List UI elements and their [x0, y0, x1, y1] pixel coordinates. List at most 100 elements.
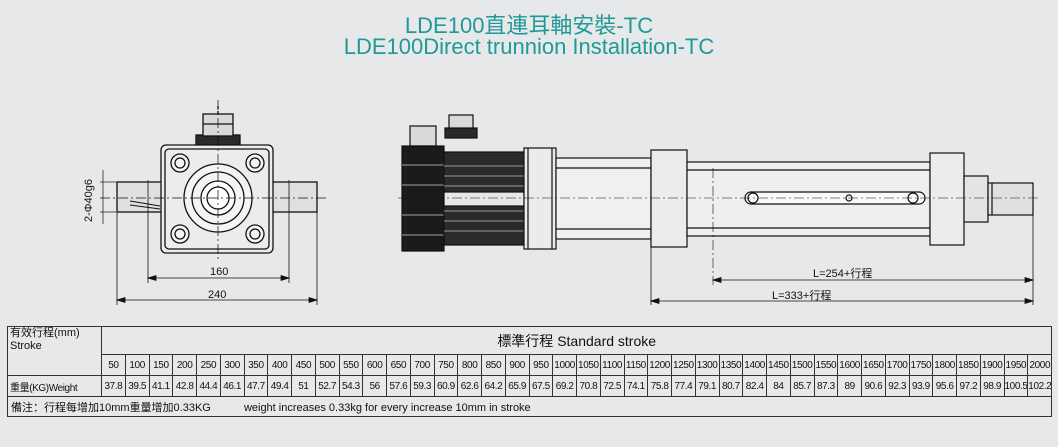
stroke-cell: 1100: [599, 354, 625, 376]
weight-cell: 42.8: [172, 375, 197, 397]
stroke-cell: 900: [504, 354, 530, 376]
stroke-cell: 500: [314, 354, 340, 376]
stroke-cell: 50: [101, 354, 126, 376]
weight-cell: 49.4: [267, 375, 292, 397]
weight-cell: 59.3: [409, 375, 435, 397]
motor-rear-cap: [401, 145, 445, 252]
motor-flange: [523, 147, 557, 250]
weight-cell: 56: [362, 375, 387, 397]
stroke-weight-table: 有效行程(mm) Stroke 標準行程 Standard stroke 50 1…: [6, 326, 1053, 417]
technical-drawing: 2-Φ40g6 160 240: [83, 100, 1040, 305]
dimension-length-333: L=333+行程: [772, 289, 831, 302]
weight-cell: 77.4: [671, 375, 696, 397]
stroke-cell: 1050: [576, 354, 601, 376]
motor-connector-plug: [448, 114, 474, 129]
stroke-cell: 1950: [1003, 354, 1029, 376]
stroke-cell: 250: [196, 354, 221, 376]
stroke-cell: 1900: [979, 354, 1005, 376]
stroke-cell: 1800: [932, 354, 957, 376]
stroke-cell: 1150: [623, 354, 649, 376]
weight-cell: 54.3: [338, 375, 364, 397]
stroke-cell: 650: [386, 354, 411, 376]
stroke-cell: 1850: [956, 354, 981, 376]
stroke-cell: 1700: [884, 354, 910, 376]
stroke-label-en: Stroke: [10, 340, 42, 352]
weight-cell: 65.9: [504, 375, 530, 397]
title-english: LDE100Direct trunnion Installation-TC: [343, 34, 715, 59]
weight-cell: 93.9: [908, 375, 934, 397]
weight-cell: 74.1: [623, 375, 649, 397]
weight-cell: 72.5: [599, 375, 625, 397]
trunnion-block: [650, 149, 688, 248]
end-view: [100, 100, 328, 262]
stroke-header: 有效行程(mm) Stroke: [7, 326, 102, 376]
weight-cell: 60.9: [433, 375, 459, 397]
motor-connector-base: [444, 127, 478, 139]
dimension-160: 160: [210, 266, 228, 278]
weight-cell: 82.4: [742, 375, 767, 397]
title-chinese: LDE100直連耳軸安裝-TC: [404, 13, 654, 38]
stroke-cell: 200: [172, 354, 197, 376]
note-chinese: 備注：行程每增加10mm重量增加0.33KG: [11, 401, 211, 414]
stroke-cell: 300: [219, 354, 245, 376]
weight-cell: 69.2: [552, 375, 577, 397]
weight-cell: 46.1: [219, 375, 245, 397]
stroke-cell: 1250: [671, 354, 696, 376]
weight-cell: 80.7: [718, 375, 744, 397]
rod-gland: [963, 175, 989, 223]
weight-cell: 44.4: [196, 375, 221, 397]
corner-bolts: [170, 153, 265, 244]
encoder-cap: [409, 125, 437, 147]
weight-cell: 51: [291, 375, 316, 397]
note-english: weight increases 0.33kg for every increa…: [243, 401, 531, 414]
stroke-cell: 1400: [742, 354, 767, 376]
weight-cell: 90.6: [861, 375, 886, 397]
stroke-cell: 700: [409, 354, 435, 376]
stroke-cell: 550: [338, 354, 364, 376]
stroke-cell: 150: [148, 354, 174, 376]
weight-cell: 102.2: [1027, 375, 1053, 397]
table-note: 備注：行程每增加10mm重量增加0.33KG weight increases …: [6, 396, 1053, 417]
weight-cell: 85.7: [789, 375, 815, 397]
weight-cell: 47.7: [243, 375, 269, 397]
width-dimensions: [115, 180, 319, 305]
weight-cell: 67.5: [528, 375, 554, 397]
length-dimensions: [649, 276, 1035, 305]
weight-label: 重量(KG)Weight: [7, 375, 102, 397]
standard-stroke-header: 標準行程 Standard stroke: [100, 326, 1053, 355]
stroke-cell: 1750: [908, 354, 934, 376]
motor-fins: [444, 165, 524, 232]
weight-cell: 62.6: [457, 375, 482, 397]
trunnion-pin-right: [271, 181, 318, 213]
stroke-cell: 1300: [694, 354, 720, 376]
stroke-cell: 450: [291, 354, 316, 376]
stroke-cell: 1500: [789, 354, 815, 376]
stroke-cell: 850: [481, 354, 506, 376]
trunnion-pin-left: [116, 181, 163, 213]
weight-cell: 84: [766, 375, 791, 397]
dimension-240: 240: [208, 289, 226, 301]
weight-cell: 70.8: [576, 375, 601, 397]
weight-cell: 79.1: [694, 375, 720, 397]
piston-rod: [987, 182, 1034, 216]
stroke-cell: 2000: [1027, 354, 1053, 376]
weight-cell: 100.5: [1003, 375, 1029, 397]
dimension-length-254: L=254+行程: [813, 267, 872, 280]
stroke-label-cn: 有效行程(mm): [10, 327, 80, 340]
dimension-pin-diameter: 2-Φ40g6: [83, 179, 95, 222]
weight-cell: 97.2: [956, 375, 981, 397]
weight-cell: 87.3: [813, 375, 839, 397]
weight-cell: 98.9: [979, 375, 1005, 397]
stroke-cell: 400: [267, 354, 292, 376]
stroke-cell: 1650: [861, 354, 886, 376]
stroke-cell: 750: [433, 354, 459, 376]
weight-cell: 75.8: [647, 375, 672, 397]
gear-housing: [555, 157, 652, 240]
weight-cell: 64.2: [481, 375, 506, 397]
weight-cell: 95.6: [932, 375, 957, 397]
weight-cell: 41.1: [148, 375, 174, 397]
stroke-cell: 1600: [837, 354, 862, 376]
